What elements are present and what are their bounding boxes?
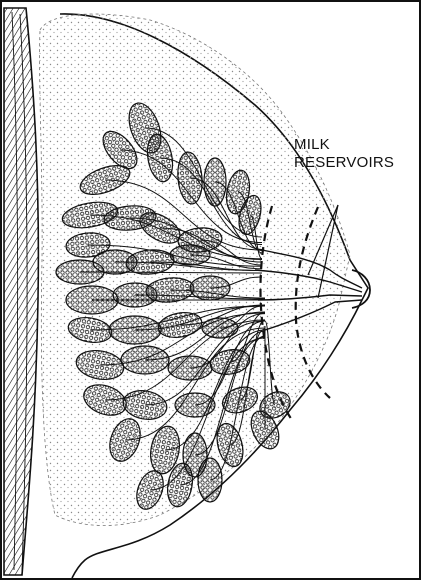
lobule xyxy=(170,245,210,265)
lobule xyxy=(175,393,215,417)
lobule xyxy=(202,318,238,338)
callout-line-2: RESERVOIRS xyxy=(294,154,394,172)
chest-wall xyxy=(4,8,38,575)
lobule xyxy=(66,286,118,314)
callout-line-1: MILK xyxy=(294,136,394,154)
lobule xyxy=(109,316,161,344)
callout-label: MILK RESERVOIRS xyxy=(294,136,394,172)
lobule xyxy=(198,458,222,502)
lobule xyxy=(168,356,212,380)
lobule xyxy=(204,158,226,206)
lobule xyxy=(190,276,230,300)
lobule xyxy=(121,346,169,374)
